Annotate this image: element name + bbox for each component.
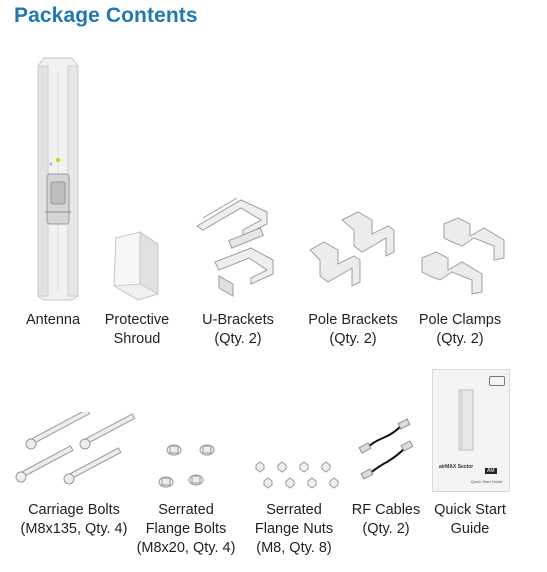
caption-u-brackets: U-Brackets (Qty. 2) [195, 311, 281, 349]
caption-pole-clamps-line2: (Qty. 2) [436, 331, 484, 347]
caption-shroud-line1: Protective [104, 312, 170, 328]
caption-antenna: Antenna [24, 311, 82, 330]
caption-carriage-bolts-line2: (M8x135, Qty. 4) [20, 521, 128, 537]
caption-pole-brackets-line2: (Qty. 2) [329, 331, 377, 347]
antenna-illustration [37, 57, 79, 301]
caption-rf-cables-line2: (Qty. 2) [362, 521, 410, 537]
caption-pole-brackets: Pole Brackets (Qty. 2) [303, 311, 403, 349]
caption-carriage-bolts-line1: Carriage Bolts [28, 502, 120, 518]
caption-u-brackets-line1: U-Brackets [202, 312, 274, 328]
caption-flange-nuts-line2: Flange Nuts [254, 521, 334, 537]
flange-nut-illustration [255, 461, 339, 489]
guide-cover-logo [489, 376, 505, 386]
caption-pole-clamps: Pole Clamps (Qty. 2) [414, 311, 506, 349]
caption-quick-start: Quick Start Guide [430, 501, 510, 539]
caption-quick-start-line1: Quick Start [434, 502, 506, 518]
caption-shroud: Protective Shroud [97, 311, 177, 349]
caption-quick-start-line2: Guide [450, 521, 490, 537]
carriage-bolt-illustration [15, 412, 136, 485]
caption-flange-bolts: Serrated Flange Bolts (M8x20, Qty. 4) [136, 501, 236, 558]
caption-antenna-line1: Antenna [25, 312, 81, 328]
caption-carriage-bolts: Carriage Bolts (M8x135, Qty. 4) [16, 501, 132, 539]
guide-cover-brand: airMAX Sector [439, 464, 474, 470]
caption-rf-cables-line1: RF Cables [351, 502, 421, 518]
shroud-illustration [113, 231, 159, 301]
page-title: Package Contents [14, 4, 198, 27]
caption-flange-bolts-line1: Serrated [158, 502, 214, 518]
caption-flange-nuts: Serrated Flange Nuts (M8, Qty. 8) [248, 501, 340, 558]
flange-bolt-illustration [158, 444, 215, 488]
rf-cable-illustration [358, 418, 414, 480]
quick-start-guide-illustration: airMAX Sector AM Quick Start Guide [432, 369, 510, 492]
caption-pole-brackets-line1: Pole Brackets [308, 312, 398, 328]
caption-u-brackets-line2: (Qty. 2) [214, 331, 262, 347]
pole-clamp-illustration [421, 217, 505, 295]
caption-flange-bolts-line2: Flange Bolts [145, 521, 227, 537]
guide-cover-footer: Quick Start Guide [471, 479, 503, 484]
caption-rf-cables: RF Cables (Qty. 2) [351, 501, 421, 539]
u-bracket-illustration [196, 197, 274, 297]
caption-pole-clamps-line1: Pole Clamps [418, 312, 502, 328]
guide-cover-antenna-icon [458, 389, 474, 451]
caption-flange-nuts-line3: (M8, Qty. 8) [256, 540, 332, 556]
caption-shroud-line2: Shroud [113, 331, 161, 347]
caption-flange-nuts-line1: Serrated [266, 502, 322, 518]
caption-flange-bolts-line3: (M8x20, Qty. 4) [136, 540, 236, 556]
guide-cover-badge: AM [485, 468, 497, 474]
pole-bracket-illustration [309, 211, 395, 287]
